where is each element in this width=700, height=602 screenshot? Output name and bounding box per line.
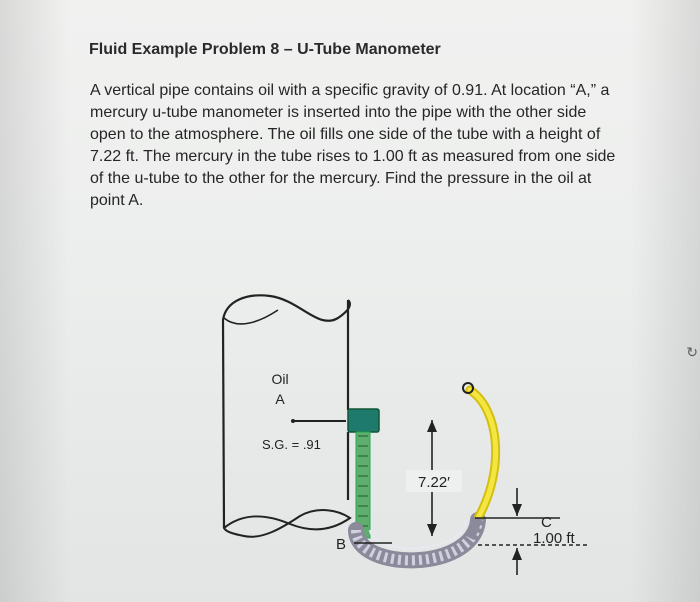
vertical-pipe [221, 294, 352, 538]
manometer-fitting [347, 408, 380, 433]
point-a-dot [291, 419, 295, 423]
point-c-label: C [541, 514, 552, 531]
problem-line: 7.22 ft. The mercury in the tube rises t… [90, 148, 616, 165]
oil-height-label: 7.22′ [418, 474, 450, 491]
mercury-height-label: 1.00 ft [533, 530, 576, 547]
u-tube-bend [348, 512, 486, 569]
page-title: Fluid Example Problem 8 – U-Tube Manomet… [89, 41, 441, 58]
problem-statement: A vertical pipe contains oil with a spec… [90, 80, 670, 212]
problem-line: open to the atmosphere. The oil fills on… [90, 126, 601, 143]
point-a-label: A [275, 391, 285, 407]
oil-label: Oil [271, 371, 288, 387]
open-end-ring [462, 382, 474, 394]
problem-line: of the u-tube to the other for the mercu… [90, 170, 592, 187]
page-edge-mark-icon: ↻ [686, 344, 698, 360]
problem-line: mercury u-tube manometer is inserted int… [90, 104, 587, 121]
specific-gravity-label: S.G. = .91 [262, 437, 321, 452]
problem-line: A vertical pipe contains oil with a spec… [90, 82, 610, 99]
right-leg-open-tube [465, 385, 501, 523]
oil-left-leg [355, 431, 371, 539]
point-b-label: B [336, 536, 346, 553]
problem-line: point A. [90, 192, 144, 209]
